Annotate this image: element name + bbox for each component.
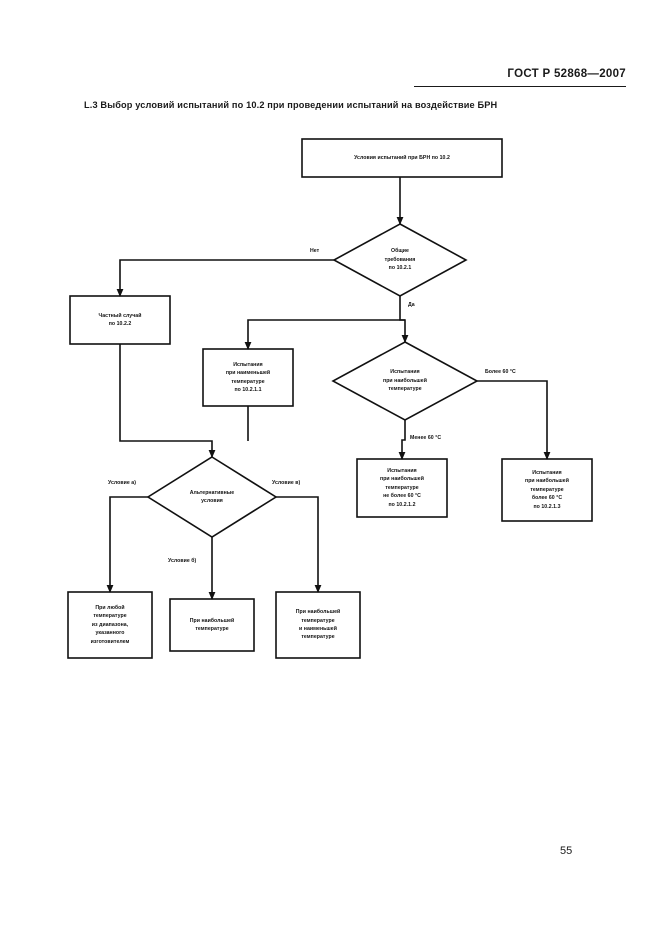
edge-label-condition-v: Условие в) — [272, 480, 301, 486]
header-rule — [414, 86, 626, 87]
node-test-max-not-over-60-shape — [356, 458, 448, 518]
edge-special-case-to-alternative — [119, 344, 213, 457]
edge-max-temp-over-60 — [477, 380, 548, 459]
edge-general-no — [119, 259, 334, 296]
arrow-max-temp-under-60 — [398, 452, 406, 460]
node-decision-general-shape — [332, 223, 468, 297]
arrow-alternative-a — [106, 585, 114, 593]
edge-label-under-60: Менее 60 °С — [410, 435, 442, 441]
edge-yes-to-min-temp — [247, 319, 405, 349]
node-max-and-min-temp-shape — [275, 591, 361, 659]
node-test-max-over-60-shape — [501, 458, 593, 522]
arrow-yes-to-min-temp — [244, 342, 252, 350]
node-decision-alternative-shape — [146, 456, 278, 538]
document-header: ГОСТ Р 52868—2007 — [507, 68, 626, 80]
arrow-special-case-to-alternative — [208, 450, 216, 458]
clause-title: L.3 Выбор условий испытаний по 10.2 при … — [84, 100, 498, 110]
arrow-start-to-general — [396, 217, 404, 225]
node-start-shape — [301, 138, 503, 178]
node-special-case-shape — [69, 295, 171, 345]
edge-label-condition-b: Условие б) — [168, 558, 197, 564]
node-decision-max-temp-shape — [331, 341, 479, 421]
arrow-max-temp-over-60 — [543, 452, 551, 460]
arrow-alternative-v — [314, 585, 322, 593]
node-any-temp-range-shape — [67, 591, 153, 659]
node-test-min-temp-shape — [202, 348, 294, 407]
edge-label-over-60: Более 60 °С — [485, 369, 516, 375]
edge-label-no: Нет — [310, 248, 320, 254]
edge-max-temp-under-60 — [401, 420, 406, 459]
edge-label-yes: Да — [408, 302, 415, 308]
arrow-alternative-b — [208, 592, 216, 600]
page-number: 55 — [560, 845, 573, 857]
node-max-temp-only-shape — [169, 598, 255, 652]
edge-alternative-a — [109, 496, 148, 592]
arrow-general-no — [116, 289, 124, 297]
edge-alternative-v — [276, 496, 319, 592]
arrow-general-yes — [401, 335, 409, 343]
edge-label-condition-a: Условие а) — [108, 480, 136, 486]
